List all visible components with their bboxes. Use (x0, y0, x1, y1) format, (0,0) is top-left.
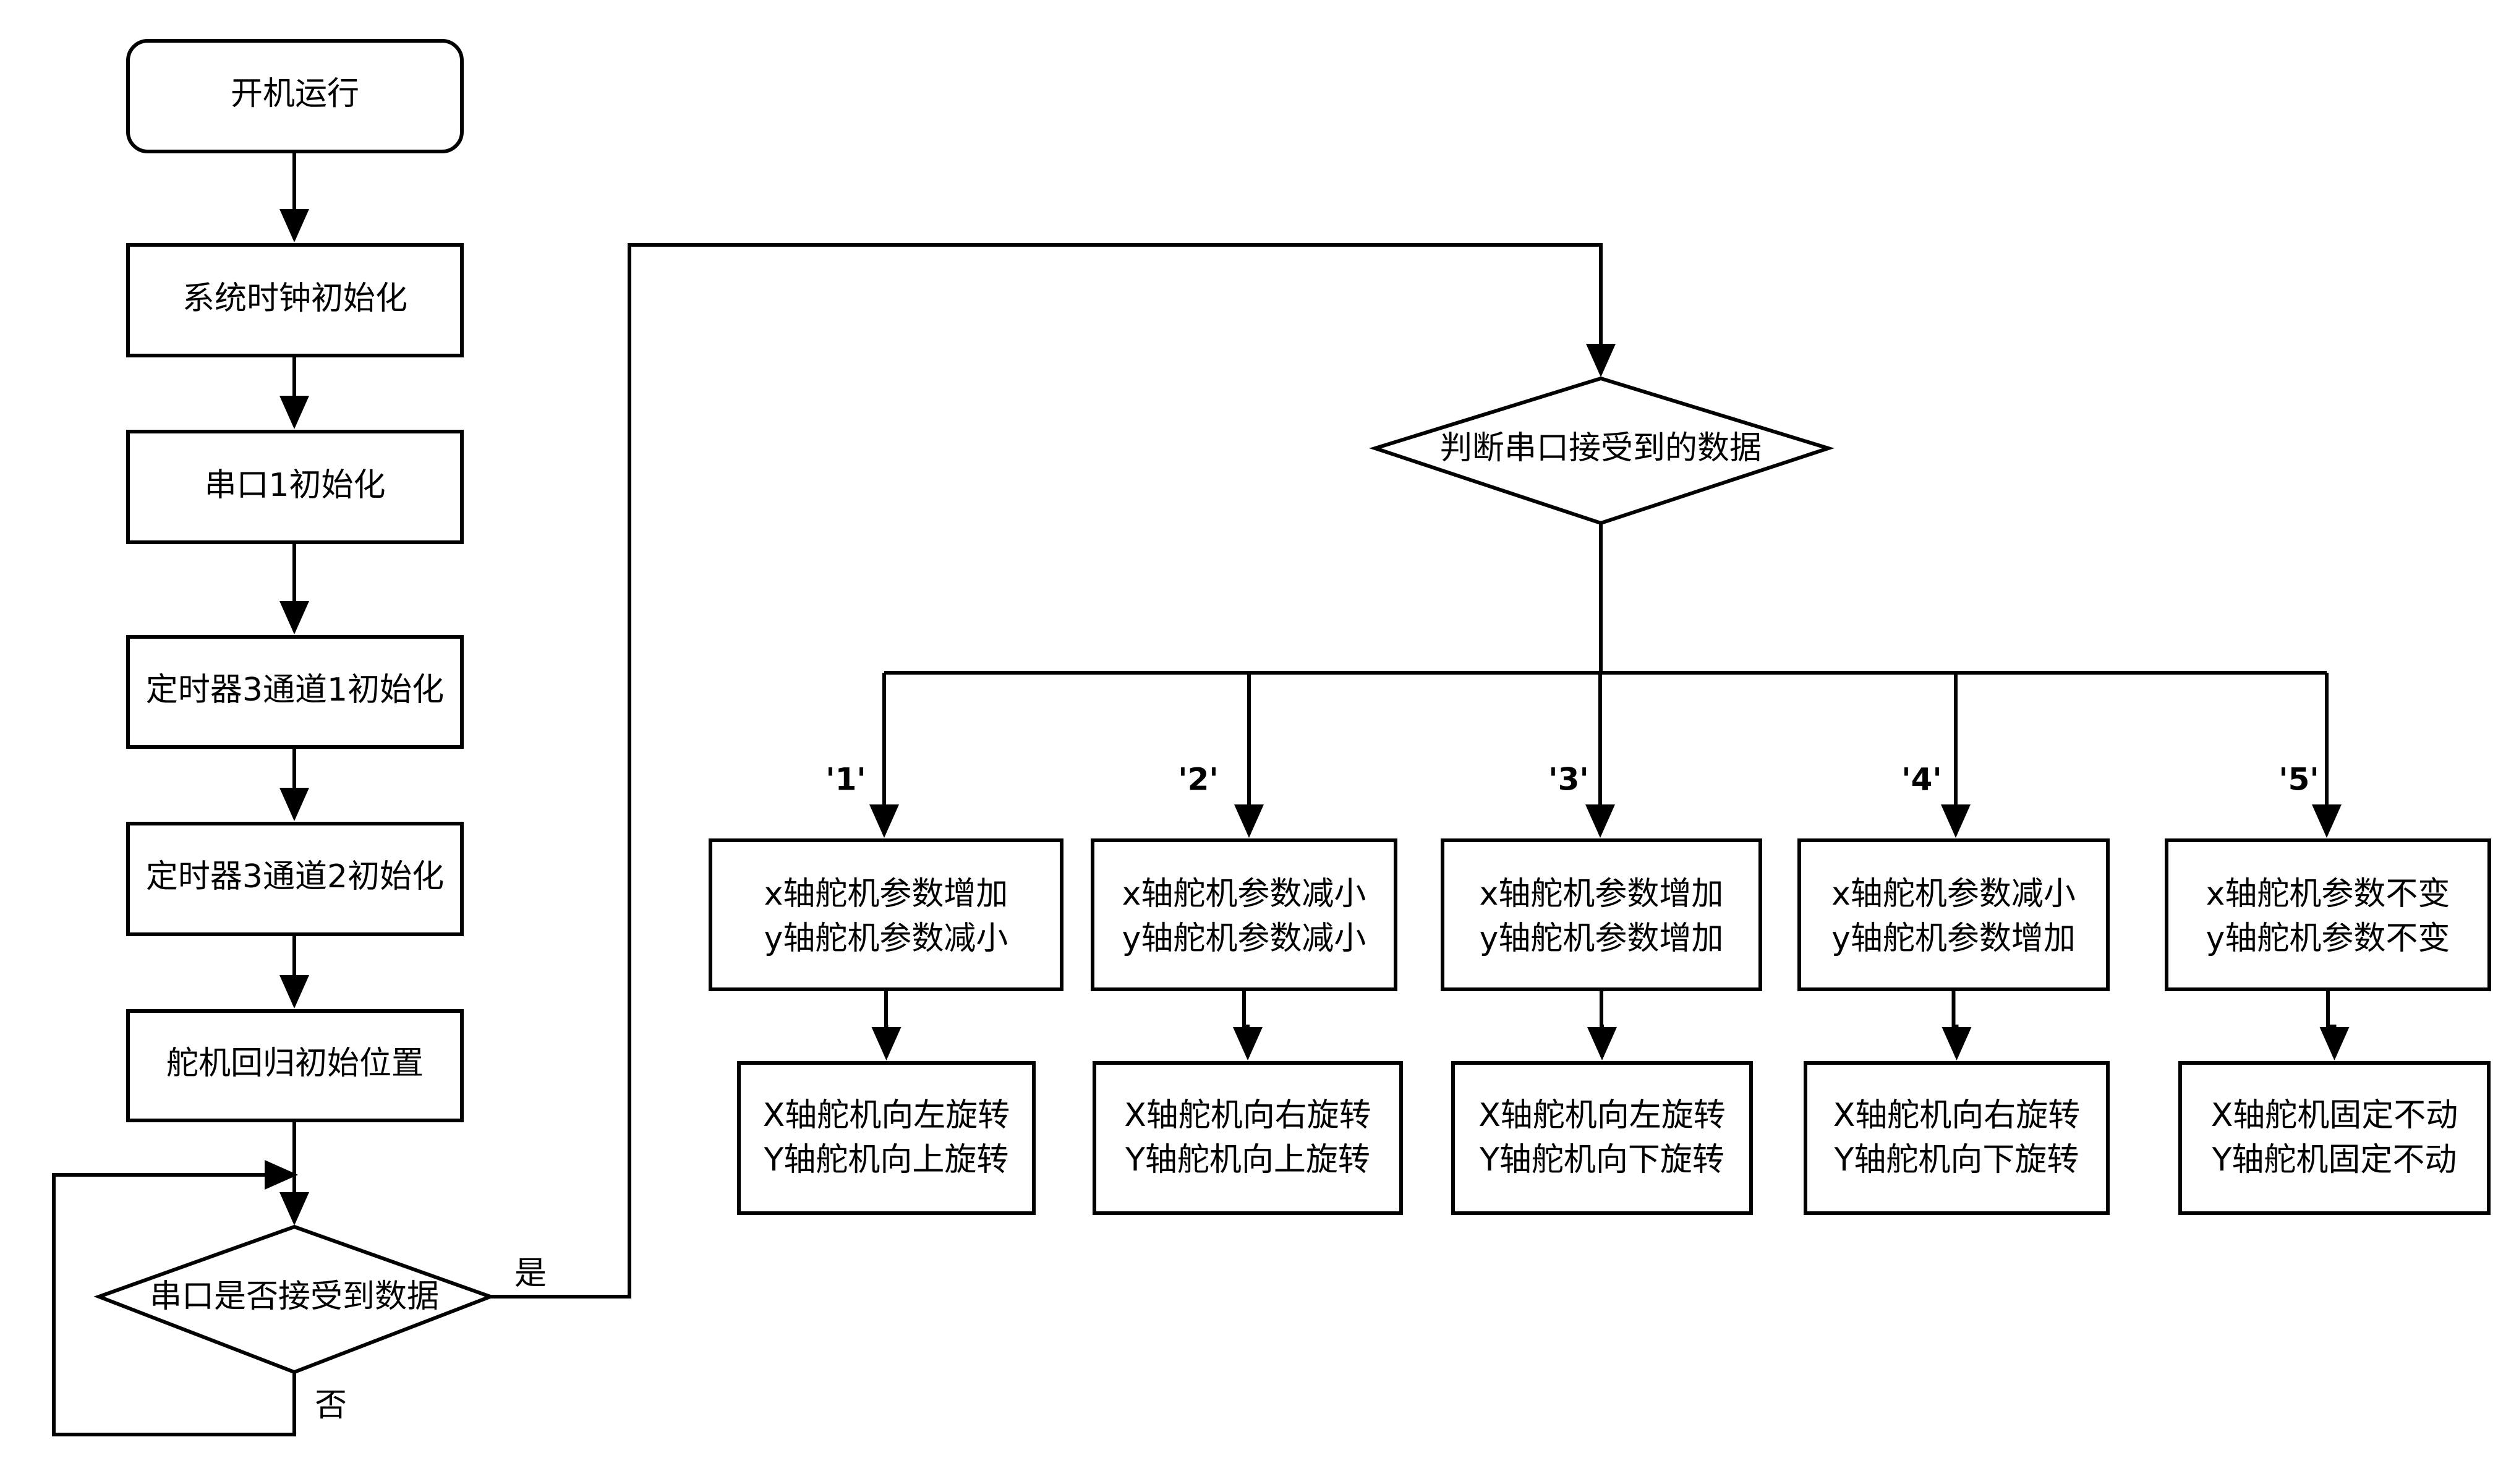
param-y-label: y轴舵机参数增加 (1831, 920, 2076, 957)
branch-5: '5' x轴舵机参数不变 y轴舵机参数不变 X轴舵机固定不动 Y轴舵机固定不动 (2165, 673, 2491, 1215)
edge-param-to-action-5 (2319, 989, 2350, 1060)
edge-param-to-action-1 (871, 989, 901, 1060)
uart-received-label: 串口是否接受到数据 (150, 1278, 439, 1315)
uart-init-label: 串口1初始化 (204, 467, 385, 504)
param-x-label: x轴舵机参数减小 (1831, 876, 2076, 913)
branch-4: '4' x轴舵机参数减小 y轴舵机参数增加 X轴舵机向右旋转 Y轴舵机向下旋转 (1797, 673, 2110, 1215)
tim3-ch1-init-label: 定时器3通道1初始化 (146, 672, 444, 709)
action-y-label: Y轴舵机向上旋转 (1125, 1141, 1370, 1179)
tim3-ch1-init-node: 定时器3通道1初始化 (126, 635, 464, 749)
action-x-label: X轴舵机固定不动 (2211, 1097, 2458, 1134)
edge-param-to-action-4 (1941, 989, 1972, 1060)
edge-no-loop (52, 1160, 298, 1436)
uart-init-node: 串口1初始化 (126, 430, 464, 544)
param-y-label: y轴舵机参数减小 (1122, 920, 1366, 957)
action-box: X轴舵机向右旋转 Y轴舵机向下旋转 (1804, 1061, 2110, 1215)
param-y-label: y轴舵机参数增加 (1480, 920, 1724, 957)
edge-param-to-action-3 (1587, 989, 1617, 1060)
action-x-label: X轴舵机向左旋转 (1478, 1097, 1726, 1134)
branch-key-label: '5' (2278, 762, 2319, 798)
action-y-label: Y轴舵机固定不动 (2212, 1141, 2457, 1179)
clock-init-label: 系统时钟初始化 (182, 280, 407, 317)
param-x-label: x轴舵机参数增加 (764, 876, 1008, 913)
action-x-label: X轴舵机向左旋转 (763, 1097, 1010, 1134)
start-label: 开机运行 (231, 75, 359, 113)
branch-key-label: '2' (1178, 762, 1218, 798)
branch-key-label: '3' (1548, 762, 1588, 798)
branch-2: '2' x轴舵机参数减小 y轴舵机参数减小 X轴舵机向右旋转 Y轴舵机向上旋转 (1091, 673, 1403, 1215)
yes-label: 是 (514, 1255, 547, 1292)
param-x-label: x轴舵机参数不变 (2206, 876, 2450, 913)
judge-data-label: 判断串口接受到的数据 (1440, 430, 1762, 467)
action-y-label: Y轴舵机向上旋转 (764, 1141, 1009, 1179)
tim3-ch2-init-node: 定时器3通道2初始化 (126, 822, 464, 936)
edges (52, 151, 2327, 1436)
action-x-label: X轴舵机向右旋转 (1124, 1097, 1371, 1134)
start-node: 开机运行 (126, 39, 464, 153)
clock-init-node: 系统时钟初始化 (126, 243, 464, 357)
param-x-label: x轴舵机参数增加 (1480, 876, 1724, 913)
param-y-label: y轴舵机参数不变 (2206, 920, 2450, 957)
edge-param-to-action-2 (1233, 989, 1263, 1060)
tim3-ch2-init-label: 定时器3通道2初始化 (146, 858, 444, 895)
no-label: 否 (315, 1387, 347, 1424)
param-box: x轴舵机参数增加 y轴舵机参数减小 (709, 838, 1063, 991)
branch-key-label: '1' (825, 762, 866, 798)
action-box: X轴舵机向右旋转 Y轴舵机向上旋转 (1093, 1061, 1403, 1215)
branch-key-label: '4' (1901, 762, 1941, 798)
edge-yes-to-judge (490, 243, 1616, 1298)
action-box: X轴舵机向左旋转 Y轴舵机向下旋转 (1451, 1061, 1753, 1215)
action-x-label: X轴舵机向右旋转 (1833, 1097, 2081, 1134)
param-y-label: y轴舵机参数减小 (764, 920, 1008, 957)
branches: '1' x轴舵机参数增加 y轴舵机参数减小 X轴舵机向左旋转 Y轴舵机向上旋转 '2' x轴… (709, 673, 2491, 1215)
action-box: X轴舵机向左旋转 Y轴舵机向上旋转 (737, 1061, 1036, 1215)
servo-home-label: 舵机回归初始位置 (166, 1045, 424, 1082)
param-box: x轴舵机参数不变 y轴舵机参数不变 (2165, 838, 2491, 991)
action-y-label: Y轴舵机向下旋转 (1834, 1141, 2079, 1179)
param-box: x轴舵机参数增加 y轴舵机参数增加 (1441, 838, 1762, 991)
branch-1: '1' x轴舵机参数增加 y轴舵机参数减小 X轴舵机向左旋转 Y轴舵机向上旋转 (709, 673, 1063, 1215)
servo-home-node: 舵机回归初始位置 (126, 1009, 464, 1122)
param-box: x轴舵机参数减小 y轴舵机参数减小 (1091, 838, 1397, 991)
action-y-label: Y轴舵机向下旋转 (1479, 1141, 1724, 1179)
uart-received-decision: 串口是否接受到数据 (93, 1224, 496, 1375)
judge-data-decision: 判断串口接受到的数据 (1369, 376, 1835, 526)
branch-3: '3' x轴舵机参数增加 y轴舵机参数增加 X轴舵机向左旋转 Y轴舵机向下旋转 (1441, 673, 1762, 1215)
param-x-label: x轴舵机参数减小 (1122, 876, 1366, 913)
action-box: X轴舵机固定不动 Y轴舵机固定不动 (2178, 1061, 2491, 1215)
param-box: x轴舵机参数减小 y轴舵机参数增加 (1797, 838, 2110, 991)
